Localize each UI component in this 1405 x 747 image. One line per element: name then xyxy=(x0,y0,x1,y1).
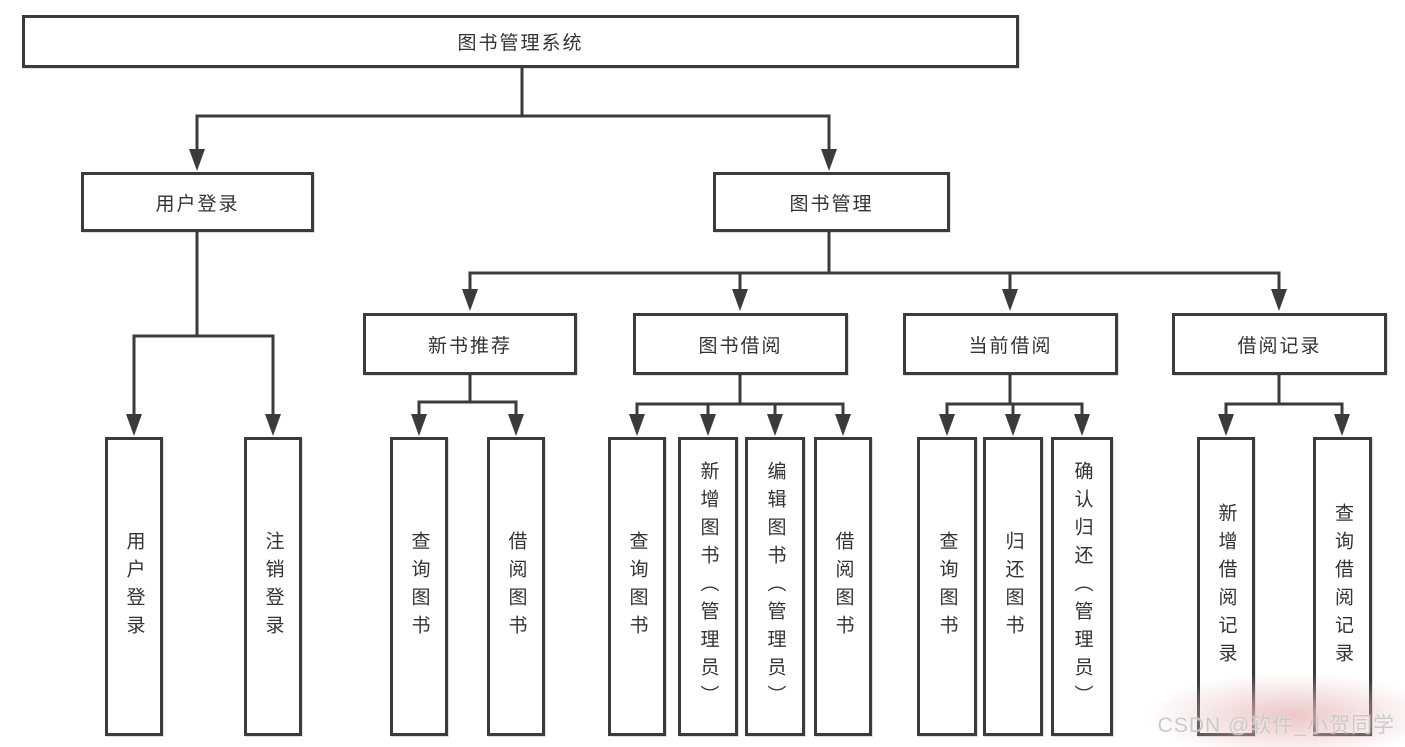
arrow-down-icon xyxy=(1005,414,1021,436)
leaf-confirm-return-admin: 确认归还（管理员） xyxy=(1051,437,1113,736)
edge xyxy=(417,400,518,418)
arrow-down-icon xyxy=(126,414,142,436)
edge xyxy=(1224,402,1344,418)
arrow-down-icon xyxy=(629,414,645,436)
node-label: 确认归还（管理员） xyxy=(1071,460,1093,713)
leaf-query-book-2: 查询图书 xyxy=(608,437,666,736)
node-label: 新增借阅记录 xyxy=(1215,502,1237,671)
arrow-down-icon xyxy=(411,414,427,436)
node-label: 新增图书（管理员） xyxy=(697,460,719,713)
arrow-down-icon xyxy=(732,289,748,311)
arrow-down-icon xyxy=(265,414,281,436)
node-label: 借阅记录 xyxy=(1237,335,1322,357)
edge xyxy=(468,271,1281,292)
node-label: 新书推荐 xyxy=(427,335,512,357)
node-label: 查询图书 xyxy=(408,530,430,643)
arrow-down-icon xyxy=(835,414,851,436)
node-label: 借阅图书 xyxy=(505,530,527,643)
leaf-add-book-admin: 新增图书（管理员） xyxy=(678,437,738,736)
node-user-login: 用户登录 xyxy=(81,172,314,232)
node-label: 查询借阅记录 xyxy=(1332,502,1353,671)
node-current-borrow: 当前借阅 xyxy=(903,313,1118,375)
node-label: 用户登录 xyxy=(155,193,240,215)
node-label: 当前借阅 xyxy=(968,335,1053,357)
node-system-root: 图书管理系统 xyxy=(22,15,1019,68)
leaf-borrow-book-1: 借阅图书 xyxy=(487,437,545,736)
leaf-return-book: 归还图书 xyxy=(983,437,1043,736)
arrow-down-icon xyxy=(1271,289,1287,311)
watermark-text: CSDN @软件_小贺同学 xyxy=(1157,714,1395,737)
node-label: 查询图书 xyxy=(626,530,648,643)
node-label: 借阅图书 xyxy=(832,530,854,643)
node-label: 编辑图书（管理员） xyxy=(764,460,786,713)
node-label: 图书管理系统 xyxy=(457,33,584,54)
node-label: 图书借阅 xyxy=(698,335,783,357)
arrow-down-icon xyxy=(1002,289,1018,311)
arrow-down-icon xyxy=(508,414,524,436)
leaf-edit-book-admin: 编辑图书（管理员） xyxy=(745,437,805,736)
node-book-borrow: 图书借阅 xyxy=(633,313,848,375)
node-label: 注销登录 xyxy=(262,530,284,643)
leaf-query-book-3: 查询图书 xyxy=(917,437,977,736)
edge xyxy=(635,402,845,418)
node-label: 用户登录 xyxy=(123,530,145,643)
arrow-down-icon xyxy=(1074,414,1090,436)
node-label: 图书管理 xyxy=(789,193,874,215)
watermark: CSDN @软件_小贺同学 xyxy=(1120,669,1405,747)
leaf-borrow-book-2: 借阅图书 xyxy=(814,437,872,736)
node-book-management: 图书管理 xyxy=(713,172,950,232)
leaf-logout: 注销登录 xyxy=(244,437,302,736)
node-new-book-recommend: 新书推荐 xyxy=(363,313,577,375)
arrow-down-icon xyxy=(767,414,783,436)
edge xyxy=(195,114,831,152)
arrow-down-icon xyxy=(189,149,205,171)
arrow-down-icon xyxy=(939,414,955,436)
arrow-down-icon xyxy=(462,289,478,311)
arrow-down-icon xyxy=(700,414,716,436)
arrow-down-icon xyxy=(821,149,837,171)
arrow-down-icon xyxy=(1334,414,1350,436)
node-label: 归还图书 xyxy=(1002,530,1024,643)
leaf-user-login: 用户登录 xyxy=(105,437,163,736)
edge xyxy=(132,334,275,418)
node-borrow-record: 借阅记录 xyxy=(1172,313,1387,375)
arrow-down-icon xyxy=(1218,414,1234,436)
edge xyxy=(945,402,1084,418)
leaf-query-book-1: 查询图书 xyxy=(390,437,448,736)
node-label: 查询图书 xyxy=(936,530,958,643)
